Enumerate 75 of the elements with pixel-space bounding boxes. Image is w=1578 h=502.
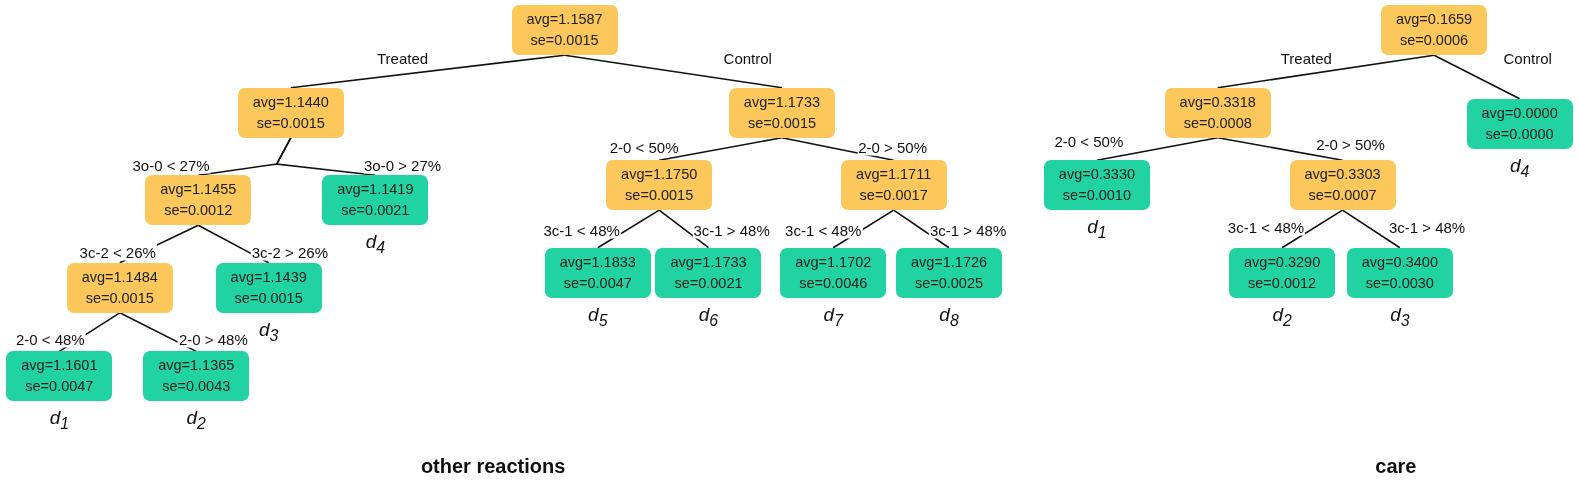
panel-title: care [1375,454,1417,478]
leaf-node-box [6,351,113,402]
split-node-box [1381,5,1488,56]
node-statistics: avg=0.3318 se=0.0008 [1178,92,1257,133]
split-node-box [237,87,344,138]
tree-branch-line [1281,209,1344,249]
tree-branch-line [658,209,710,249]
tree-branch-line [118,312,198,353]
split-node-box [511,5,618,56]
node-statistics: avg=1.1484 se=0.0015 [80,267,159,308]
split-node-box [66,262,173,313]
tree-branch-line [275,136,377,177]
leaf-id-label: d$_{6}$ [698,303,719,330]
leaf-node-box [655,247,762,298]
leaf-node-box [896,247,1002,298]
node-statistics: avg=1.1365 se=0.0043 [157,356,236,397]
leaf-id-label: d$_{5}$ [588,303,608,330]
node-statistics: avg=1.1733 se=0.0021 [669,252,748,293]
node-statistics: avg=1.1750 se=0.0015 [620,165,699,206]
leaf-node-box [1229,247,1336,298]
split-node-box [840,160,947,211]
split-node-box [1164,87,1271,138]
panel-title: other reactions [420,454,566,478]
leaf-node-box [1043,160,1150,211]
tree-branch-line [597,209,660,249]
split-node-box [1289,160,1396,211]
node-statistics: avg=0.3303 se=0.0007 [1303,165,1382,206]
tree-branch-line [658,136,783,161]
node-statistics: avg=1.1440 se=0.0015 [251,92,330,133]
tree-branch-line [1096,136,1219,161]
leaf-id-label: d$_{3}$ [1390,303,1410,330]
node-statistics: avg=1.1601 se=0.0047 [20,356,99,397]
tree-branch-line [1216,54,1435,89]
leaf-id-label: d$_{4}$ [1509,154,1530,181]
leaf-id-label: d$_{2}$ [186,407,206,434]
leaf-node-box [1466,98,1573,149]
node-statistics: avg=1.1702 se=0.0046 [794,252,873,293]
leaf-id-label: d$_{8}$ [939,303,959,330]
tree-branch-line [781,136,895,161]
node-statistics: avg=0.3290 se=0.0012 [1243,252,1322,293]
leaf-id-label: d$_{3}$ [259,318,279,345]
leaf-node-box [322,175,429,226]
node-statistics: avg=0.1659 se=0.0006 [1394,10,1474,51]
leaf-node-box [780,247,887,298]
leaf-node-box [544,247,651,298]
node-statistics: avg=1.1419 se=0.0021 [336,180,415,221]
leaf-id-label: d$_{1}$ [1087,216,1107,242]
node-statistics: avg=1.1726 se=0.0025 [909,252,989,293]
leaf-node-box [215,262,322,313]
tree-branch-line [290,54,566,89]
node-statistics: avg=1.1587 se=0.0015 [525,10,604,51]
split-condition-label: 3c-2 < 26% [78,243,157,261]
split-node-box [728,87,835,138]
leaf-id-label: d$_{1}$ [49,407,70,434]
tree-branch-line [1433,54,1521,100]
node-statistics: avg=1.1455 se=0.0012 [159,180,238,221]
split-node-box [606,160,713,211]
node-statistics: avg=1.1733 se=0.0015 [742,92,822,133]
node-statistics: avg=1.1711 se=0.0017 [855,165,933,206]
tree-branch-line [1216,136,1344,161]
tree-branch-line [563,54,783,89]
node-statistics: avg=0.3330 se=0.0010 [1057,165,1137,206]
node-statistics: avg=1.1833 se=0.0047 [558,252,637,293]
leaf-id-label: d$_{2}$ [1272,303,1292,330]
leaf-id-label: d$_{4}$ [365,231,386,258]
leaf-id-label: d$_{7}$ [823,303,843,330]
leaf-node-box [143,351,250,402]
leaf-node-box [1346,247,1453,298]
node-statistics: avg=0.3400 se=0.0030 [1360,252,1439,293]
node-statistics: avg=0.0000 se=0.0000 [1480,103,1559,144]
node-statistics: avg=1.1439 se=0.0015 [229,267,308,308]
split-node-box [145,175,252,226]
split-condition-label: 2-0 < 48% [14,330,86,348]
tree-branch-line [1341,209,1401,249]
tree-branch-line [892,209,950,249]
